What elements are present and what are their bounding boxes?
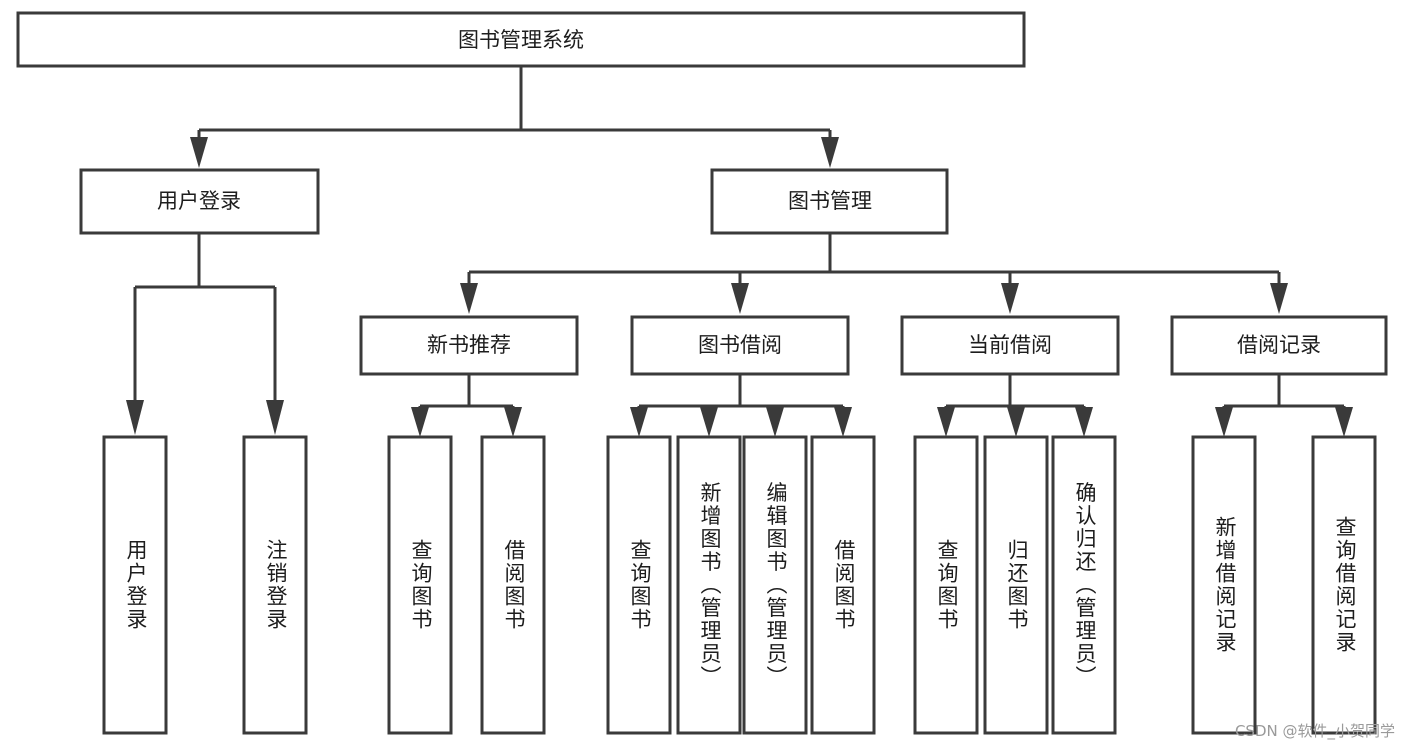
leaf-current-confirm-return-label: 确认归还（管理员）: [1073, 482, 1097, 689]
node-root-system-label: 图书管理系统: [458, 28, 584, 52]
leaf-borrow-add-book-label: 新增图书（管理员）: [698, 482, 722, 689]
node-book-borrow-label: 图书借阅: [698, 333, 782, 357]
arrow-head-borrow-leaf-1: [630, 407, 648, 437]
leaf-current-query-book-box[interactable]: [913, 435, 979, 735]
leaf-borrow-borrow-book[interactable]: 借阅图书: [810, 435, 876, 735]
node-root-system[interactable]: 图书管理系统: [16, 11, 1026, 68]
arrow-head-current-leaf-1: [937, 407, 955, 437]
leaf-user-login-label: 用户登录: [124, 539, 148, 631]
node-user-login[interactable]: 用户登录: [79, 168, 320, 235]
leaf-recommend-query-book[interactable]: 查询图书: [387, 435, 453, 735]
arrow-head-record-leaf-1: [1215, 407, 1233, 437]
node-book-borrow-box[interactable]: [630, 315, 850, 376]
leaf-recommend-borrow-book-label: 借阅图书: [502, 539, 526, 631]
leaf-record-add-record[interactable]: 新增借阅记录: [1191, 435, 1257, 735]
arrow-head-recommend-leaf-1: [411, 407, 429, 437]
leaf-current-confirm-return[interactable]: 确认归还（管理员）: [1051, 435, 1117, 735]
node-user-login-box[interactable]: [79, 168, 320, 235]
arrow-head-current-leaf-2: [1007, 407, 1025, 437]
leaf-logout-label: 注销登录: [264, 539, 288, 631]
node-user-login-label: 用户登录: [157, 189, 241, 213]
leaf-record-add-record-box[interactable]: [1191, 435, 1257, 735]
node-book-management-label: 图书管理: [788, 189, 872, 213]
leaf-record-query-record[interactable]: 查询借阅记录: [1311, 435, 1377, 735]
arrow-head-new-book-recommend: [460, 283, 478, 314]
leaf-borrow-edit-book[interactable]: 编辑图书（管理员）: [742, 435, 808, 735]
arrow-head-current-borrow: [1001, 283, 1019, 314]
arrow-head-book-mgmt: [821, 137, 839, 168]
leaf-borrow-borrow-book-box[interactable]: [810, 435, 876, 735]
leaf-borrow-query-book-box[interactable]: [606, 435, 672, 735]
leaf-current-confirm-return-box[interactable]: [1051, 435, 1117, 735]
leaf-borrow-add-book-box[interactable]: [676, 435, 742, 735]
leaf-recommend-borrow-book[interactable]: 借阅图书: [480, 435, 546, 735]
node-book-management-box[interactable]: [710, 168, 949, 235]
arrow-head-borrow-leaf-4: [834, 407, 852, 437]
leaf-borrow-query-book[interactable]: 查询图书: [606, 435, 672, 735]
leaf-record-add-record-label: 新增借阅记录: [1213, 516, 1237, 654]
leaf-borrow-borrow-book-label: 借阅图书: [832, 539, 856, 631]
node-new-book-recommend-label: 新书推荐: [427, 333, 511, 357]
arrow-head-borrow-leaf-3: [766, 407, 784, 437]
node-borrow-record-box[interactable]: [1170, 315, 1388, 376]
connector-layer: [126, 66, 1353, 437]
leaf-logout[interactable]: 注销登录: [242, 435, 308, 735]
node-book-borrow[interactable]: 图书借阅: [630, 315, 850, 376]
node-root-system-box[interactable]: [16, 11, 1026, 68]
node-new-book-recommend[interactable]: 新书推荐: [359, 315, 579, 376]
arrow-head-borrow-leaf-2: [700, 407, 718, 437]
arrow-head-recommend-leaf-2: [504, 407, 522, 437]
leaf-recommend-query-book-label: 查询图书: [409, 539, 433, 631]
node-borrow-record-label: 借阅记录: [1237, 333, 1321, 357]
leaf-current-query-book[interactable]: 查询图书: [913, 435, 979, 735]
arrow-head-leaf-logout: [266, 400, 284, 435]
node-current-borrow[interactable]: 当前借阅: [900, 315, 1120, 376]
leaf-recommend-query-book-box[interactable]: [387, 435, 453, 735]
leaf-user-login[interactable]: 用户登录: [102, 435, 168, 735]
leaf-borrow-edit-book-box[interactable]: [742, 435, 808, 735]
leaf-current-query-book-label: 查询图书: [935, 539, 959, 631]
leaf-current-return-book[interactable]: 归还图书: [983, 435, 1049, 735]
csdn-watermark: CSDN @软件_小贺同学: [1234, 722, 1395, 740]
arrow-head-borrow-record: [1270, 283, 1288, 314]
leaf-recommend-borrow-book-box[interactable]: [480, 435, 546, 735]
arrow-head-book-borrow: [731, 283, 749, 314]
arrow-head-record-leaf-2: [1335, 407, 1353, 437]
leaf-record-query-record-box[interactable]: [1311, 435, 1377, 735]
leaf-borrow-add-book[interactable]: 新增图书（管理员）: [676, 435, 742, 735]
node-borrow-record[interactable]: 借阅记录: [1170, 315, 1388, 376]
leaf-borrow-edit-book-label: 编辑图书（管理员）: [764, 482, 788, 689]
leaf-record-query-record-label: 查询借阅记录: [1333, 516, 1357, 654]
leaf-borrow-query-book-label: 查询图书: [628, 539, 652, 631]
node-current-borrow-box[interactable]: [900, 315, 1120, 376]
arrow-head-leaf-user-login: [126, 400, 144, 435]
leaf-user-login-box[interactable]: [102, 435, 168, 735]
node-current-borrow-label: 当前借阅: [968, 333, 1052, 357]
arrow-head-user-login: [190, 137, 208, 168]
node-book-management[interactable]: 图书管理: [710, 168, 949, 235]
arrow-head-current-leaf-3: [1075, 407, 1093, 437]
leaf-current-return-book-label: 归还图书: [1005, 539, 1029, 631]
leaf-current-return-book-box[interactable]: [983, 435, 1049, 735]
leaf-logout-box[interactable]: [242, 435, 308, 735]
node-new-book-recommend-box[interactable]: [359, 315, 579, 376]
